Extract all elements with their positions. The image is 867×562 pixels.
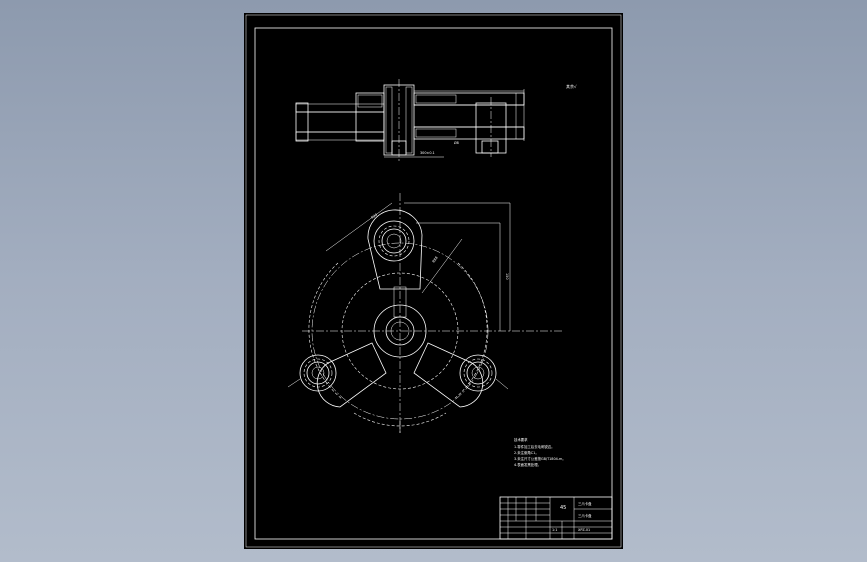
section-view: 300±0.1 Ø8: [295, 79, 525, 163]
inner-frame: [254, 27, 613, 540]
drawing-number: XPZ-01: [578, 528, 590, 532]
cad-drawing: 其余√: [245, 14, 622, 548]
part-name-text-2: 三爪卡盘: [578, 513, 592, 518]
pitch-circle: [311, 242, 489, 420]
note-line: 4.表面发黑处理。: [514, 462, 541, 467]
part-name-text: 三爪卡盘: [578, 501, 592, 506]
technical-notes: 技术要求 1.零件加工后去毛刺锐边。 2.未注倒角C1。 3.未注尺寸公差按GB…: [514, 437, 566, 467]
dim-text: 300±0.1: [420, 151, 435, 155]
note-line: 2.未注倒角C1。: [514, 450, 539, 455]
plan-view: 150 R88 R20: [287, 193, 564, 433]
material-text: 45: [560, 505, 566, 511]
outer-frame: [245, 14, 622, 548]
note-line: 1.零件加工后去毛刺锐边。: [514, 444, 555, 449]
dim-text: R20: [370, 213, 378, 220]
notes-heading: 技术要求: [514, 437, 528, 442]
title-block: 45 三爪卡盘 三爪卡盘 XPZ-01 1:1: [499, 496, 613, 540]
dim-text: R88: [432, 256, 439, 264]
scale-text: 1:1: [552, 528, 557, 532]
dim-text: Ø8: [454, 140, 459, 145]
roughness-mark: 其余√: [566, 83, 577, 89]
drawing-sheet: 其余√: [244, 13, 623, 549]
note-line: 3.未注尺寸公差按GB/T1804-m。: [514, 456, 566, 461]
dim-text: 150: [505, 273, 509, 279]
